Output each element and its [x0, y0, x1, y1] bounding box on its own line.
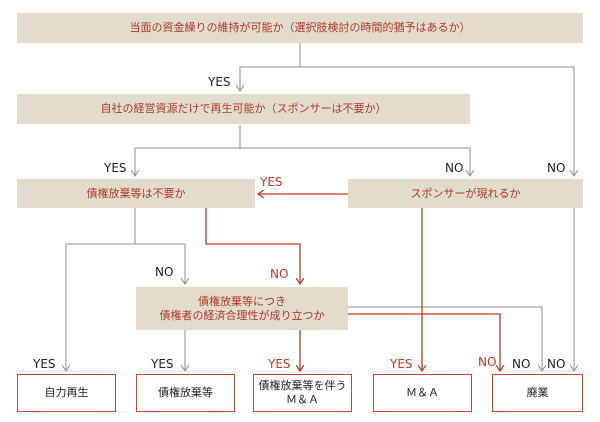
- decision-creditor-rationality: 債権放棄等につき 債権者の経済合理性が成り立つか: [136, 287, 348, 330]
- connector-q3-no: [135, 243, 185, 284]
- outcome-closure: 廃業: [492, 374, 583, 412]
- label-q3-no-red: NO: [270, 267, 289, 281]
- decision-creditor-rationality-line1: 債権放棄等につき: [198, 294, 286, 308]
- outcome-ma: Ｍ＆Ａ: [373, 374, 472, 412]
- label-q4-yes-ma: YES: [390, 357, 413, 371]
- decision-self-restructure-text: 自社の経営資源だけで再生可能か（スポンサーは不要か）: [100, 102, 387, 115]
- decision-self-restructure: 自社の経営資源だけで再生可能か（スポンサーは不要か）: [17, 94, 470, 124]
- outcome-debt-forgiveness: 債権放棄等: [136, 374, 235, 412]
- label-q5-no-red: NO: [478, 355, 497, 369]
- connector-q2-no: [240, 147, 470, 176]
- decision-cash-flow: 当面の資金繰りの維持が可能か（選択肢検討の時間的猶予はあるか）: [17, 13, 583, 43]
- label-q1-no: NO: [547, 161, 566, 175]
- label-q4-no: NO: [547, 357, 566, 371]
- outcome-ma-with-forgiveness-line1: 債権放棄等を伴う: [258, 379, 347, 392]
- outcome-ma-text: Ｍ＆Ａ: [406, 386, 439, 399]
- connector-q1-yes: [240, 43, 301, 91]
- connector-q3-no-red: [205, 208, 300, 284]
- label-q2-yes: YES: [104, 161, 127, 175]
- outcome-ma-with-forgiveness-line2: Ｍ＆Ａ: [286, 393, 319, 406]
- outcome-closure-text: 廃業: [526, 386, 549, 399]
- connector-q5-no-gray: [348, 306, 542, 371]
- connector-q3-yes: [66, 208, 136, 371]
- decision-debt-forgiveness-text: 債権放棄等は不要か: [86, 186, 186, 200]
- label-q2-no: NO: [445, 161, 464, 175]
- decision-sponsor: スポンサーが現れるか: [348, 179, 583, 208]
- outcome-ma-with-forgiveness: 債権放棄等を伴う Ｍ＆Ａ: [253, 374, 352, 412]
- connector-q5-no-red: [348, 313, 500, 371]
- label-q3-yes: YES: [33, 357, 56, 371]
- label-q4-yes: YES: [260, 175, 283, 189]
- label-q5-no: NO: [512, 357, 531, 371]
- decision-sponsor-text: スポンサーが現れるか: [410, 186, 521, 200]
- outcome-self-restructure: 自力再生: [17, 374, 116, 412]
- decision-creditor-rationality-line2: 債権者の経済合理性が成り立つか: [159, 308, 325, 322]
- decision-cash-flow-text: 当面の資金繰りの維持が可能か（選択肢検討の時間的猶予はあるか）: [129, 21, 471, 34]
- outcome-self-restructure-text: 自力再生: [44, 386, 89, 399]
- connector-q1-no: [300, 66, 574, 176]
- decision-debt-forgiveness: 債権放棄等は不要か: [17, 179, 255, 208]
- label-q5-yes: YES: [151, 357, 174, 371]
- connector-q2-yes: [135, 125, 241, 176]
- label-q1-yes: YES: [208, 75, 231, 89]
- label-q3-no: NO: [155, 265, 174, 279]
- outcome-debt-forgiveness-text: 債権放棄等: [158, 386, 213, 399]
- label-q5-yes-red: YES: [268, 357, 291, 371]
